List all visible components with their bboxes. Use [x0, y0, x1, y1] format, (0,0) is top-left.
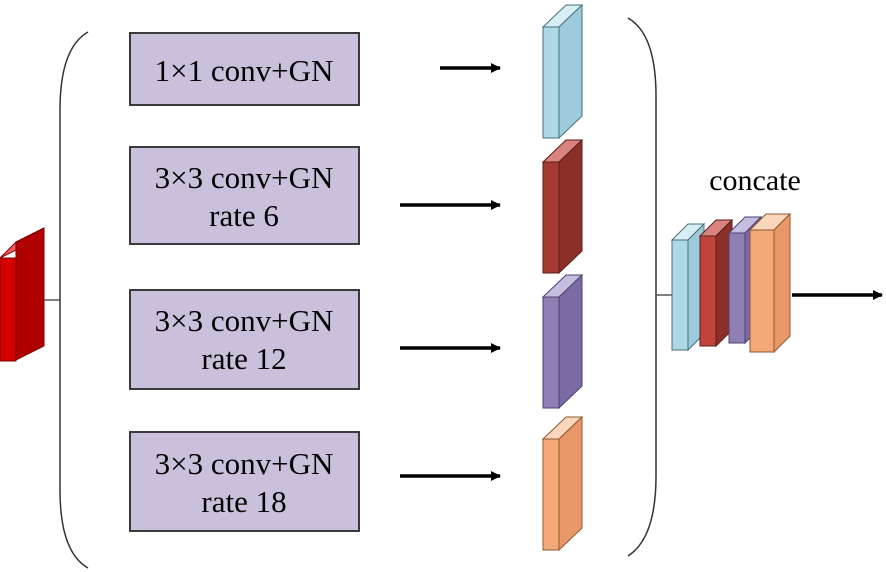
- branch-box-4-label-2: rate 18: [201, 484, 286, 519]
- branch-box-1: 1×1 conv+GN: [129, 32, 360, 106]
- concat-slab-red: [698, 218, 734, 348]
- branch-box-4-label-1: 3×3 conv+GN: [155, 446, 334, 481]
- left-bracket: [59, 31, 89, 569]
- input-feature-block: [0, 227, 45, 362]
- branch-box-2-label-1: 3×3 conv+GN: [155, 160, 334, 195]
- feature-map-1: [541, 3, 584, 140]
- feature-map-3: [541, 273, 584, 410]
- branch-box-1-label: 1×1 conv+GN: [155, 53, 334, 88]
- concat-stack: [670, 212, 792, 354]
- feature-map-4: [541, 415, 584, 552]
- branch-box-3: 3×3 conv+GN rate 12: [129, 289, 360, 390]
- branch-box-3-label-1: 3×3 conv+GN: [155, 303, 334, 338]
- right-bracket: [627, 17, 657, 557]
- branch-box-3-label-2: rate 12: [201, 341, 286, 376]
- concat-slab-blue: [670, 222, 706, 352]
- branch-box-4: 3×3 conv+GN rate 18: [129, 431, 360, 532]
- branch-box-2: 3×3 conv+GN rate 6: [129, 146, 360, 245]
- branch-box-2-label-2: rate 6: [209, 198, 279, 233]
- feature-map-2: [541, 138, 584, 275]
- concat-label: concate: [709, 164, 801, 197]
- concat-slab-orange: [748, 212, 792, 354]
